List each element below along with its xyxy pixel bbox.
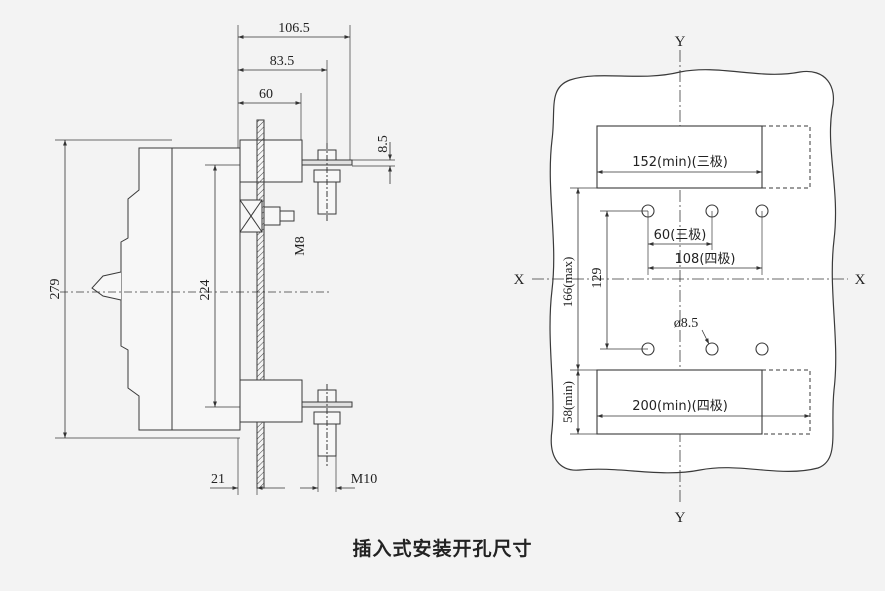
cutout-dimensions [576, 170, 810, 434]
top-terminal-block [239, 139, 303, 183]
mounting-screw [239, 199, 295, 233]
side-view-dimensions [63, 35, 392, 490]
dim-108-4pole-label: 108(四极) [675, 252, 736, 267]
breaker-body [91, 147, 241, 431]
top-cutout-4pole-extension [762, 125, 811, 189]
dim-8-5-label: 8.5 [376, 135, 391, 153]
axis-y-bottom-label: Y [675, 510, 686, 526]
top-stud [313, 143, 341, 222]
top-cutout-3pole [596, 125, 763, 189]
dim-60-3pole-label: 60(三极) [654, 228, 707, 243]
cutout-labels: Y Y X X 152(min)(三极) 60(三极) 108(四极) ø8.5… [514, 34, 866, 526]
side-view [55, 25, 395, 495]
dim-106-5-label: 106.5 [278, 21, 310, 36]
dim-58-label: 58(min) [560, 381, 575, 423]
dim-21-label: 21 [211, 472, 225, 487]
axis-x-right-label: X [855, 272, 866, 288]
dim-129-label: 129 [590, 268, 605, 289]
dim-166-label: 166(max) [560, 257, 575, 308]
side-view-labels: 106.5 83.5 60 8.5 279 224 M8 21 M10 [48, 21, 391, 487]
dim-m8-label: M8 [293, 236, 308, 255]
dim-hole-label: ø8.5 [674, 316, 699, 331]
cutout-view: Y Y X X 152(min)(三极) 60(三极) 108(四极) ø8.5… [514, 34, 866, 526]
hole [705, 342, 719, 356]
dim-200-label: 200(min)(四极) [632, 399, 728, 414]
dim-152-label: 152(min)(三极) [632, 155, 728, 170]
bottom-cutout-3pole [596, 369, 763, 435]
dim-60-label: 60 [259, 87, 273, 102]
hole [755, 342, 769, 356]
dim-224-label: 224 [198, 280, 213, 301]
axis-y-top-label: Y [675, 34, 686, 50]
dim-m10-label: M10 [351, 472, 377, 487]
dim-279-label: 279 [48, 279, 63, 300]
bottom-terminal-block [239, 379, 303, 423]
figure-caption: 插入式安装开孔尺寸 [352, 538, 533, 560]
dim-83-5-label: 83.5 [270, 54, 295, 69]
panel-plate [256, 119, 265, 489]
bottom-cutout-4pole-extension [762, 369, 811, 435]
bottom-stud [313, 384, 341, 466]
axis-x-left-label: X [514, 272, 525, 288]
